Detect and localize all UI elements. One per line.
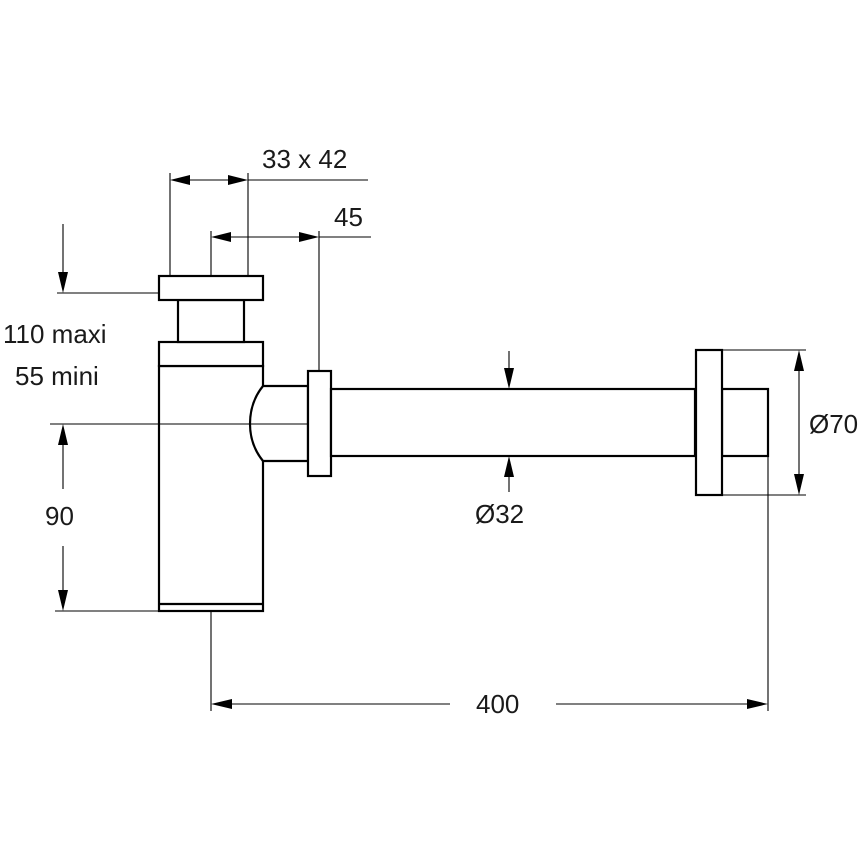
arrow-head xyxy=(170,175,190,185)
total-length-label: 400 xyxy=(476,689,519,719)
arrow-head xyxy=(58,272,68,293)
arrow-head xyxy=(211,232,231,242)
height-min-label: 55 mini xyxy=(15,361,99,391)
dim-height-adjust: 110 maxi 55 mini xyxy=(3,224,159,391)
arrow-head xyxy=(504,456,514,477)
pipe-diameter-label: Ø32 xyxy=(475,499,524,529)
wall-flange xyxy=(694,348,724,497)
wall-pipe-end xyxy=(720,387,770,458)
wall-pipe xyxy=(329,348,770,497)
dim-total-length: 400 xyxy=(210,456,769,719)
arrow-head xyxy=(228,175,248,185)
adjustable-sleeve xyxy=(176,298,246,344)
top-cap xyxy=(157,274,265,302)
dim-pipe-diameter: Ø32 xyxy=(475,351,524,529)
pipe-tube xyxy=(329,387,697,458)
flange-diameter-label: Ø70 xyxy=(809,409,858,439)
arrow-head xyxy=(58,590,68,611)
height-max-label: 110 maxi xyxy=(3,319,107,349)
trap-cylinder xyxy=(157,364,265,613)
dim-flange-diameter: Ø70 xyxy=(722,349,858,496)
lower-collar xyxy=(157,340,265,368)
arrow-head xyxy=(504,368,514,389)
arrow-head xyxy=(58,424,68,445)
arrow-head xyxy=(794,350,804,371)
dim-outlet-size: 33 x 42 xyxy=(169,144,368,276)
arrow-head xyxy=(211,699,232,709)
arrow-head xyxy=(794,474,804,495)
spigot-offset-label: 45 xyxy=(334,202,363,232)
dim-body-height: 90 xyxy=(45,423,308,612)
outlet-size-label: 33 x 42 xyxy=(262,144,347,174)
arrow-head xyxy=(747,699,768,709)
dim-spigot-offset: 45 xyxy=(210,202,371,371)
outlet-nut xyxy=(306,369,333,478)
trap-body xyxy=(157,274,265,613)
body-height-label: 90 xyxy=(45,501,74,531)
arrow-head xyxy=(299,232,319,242)
